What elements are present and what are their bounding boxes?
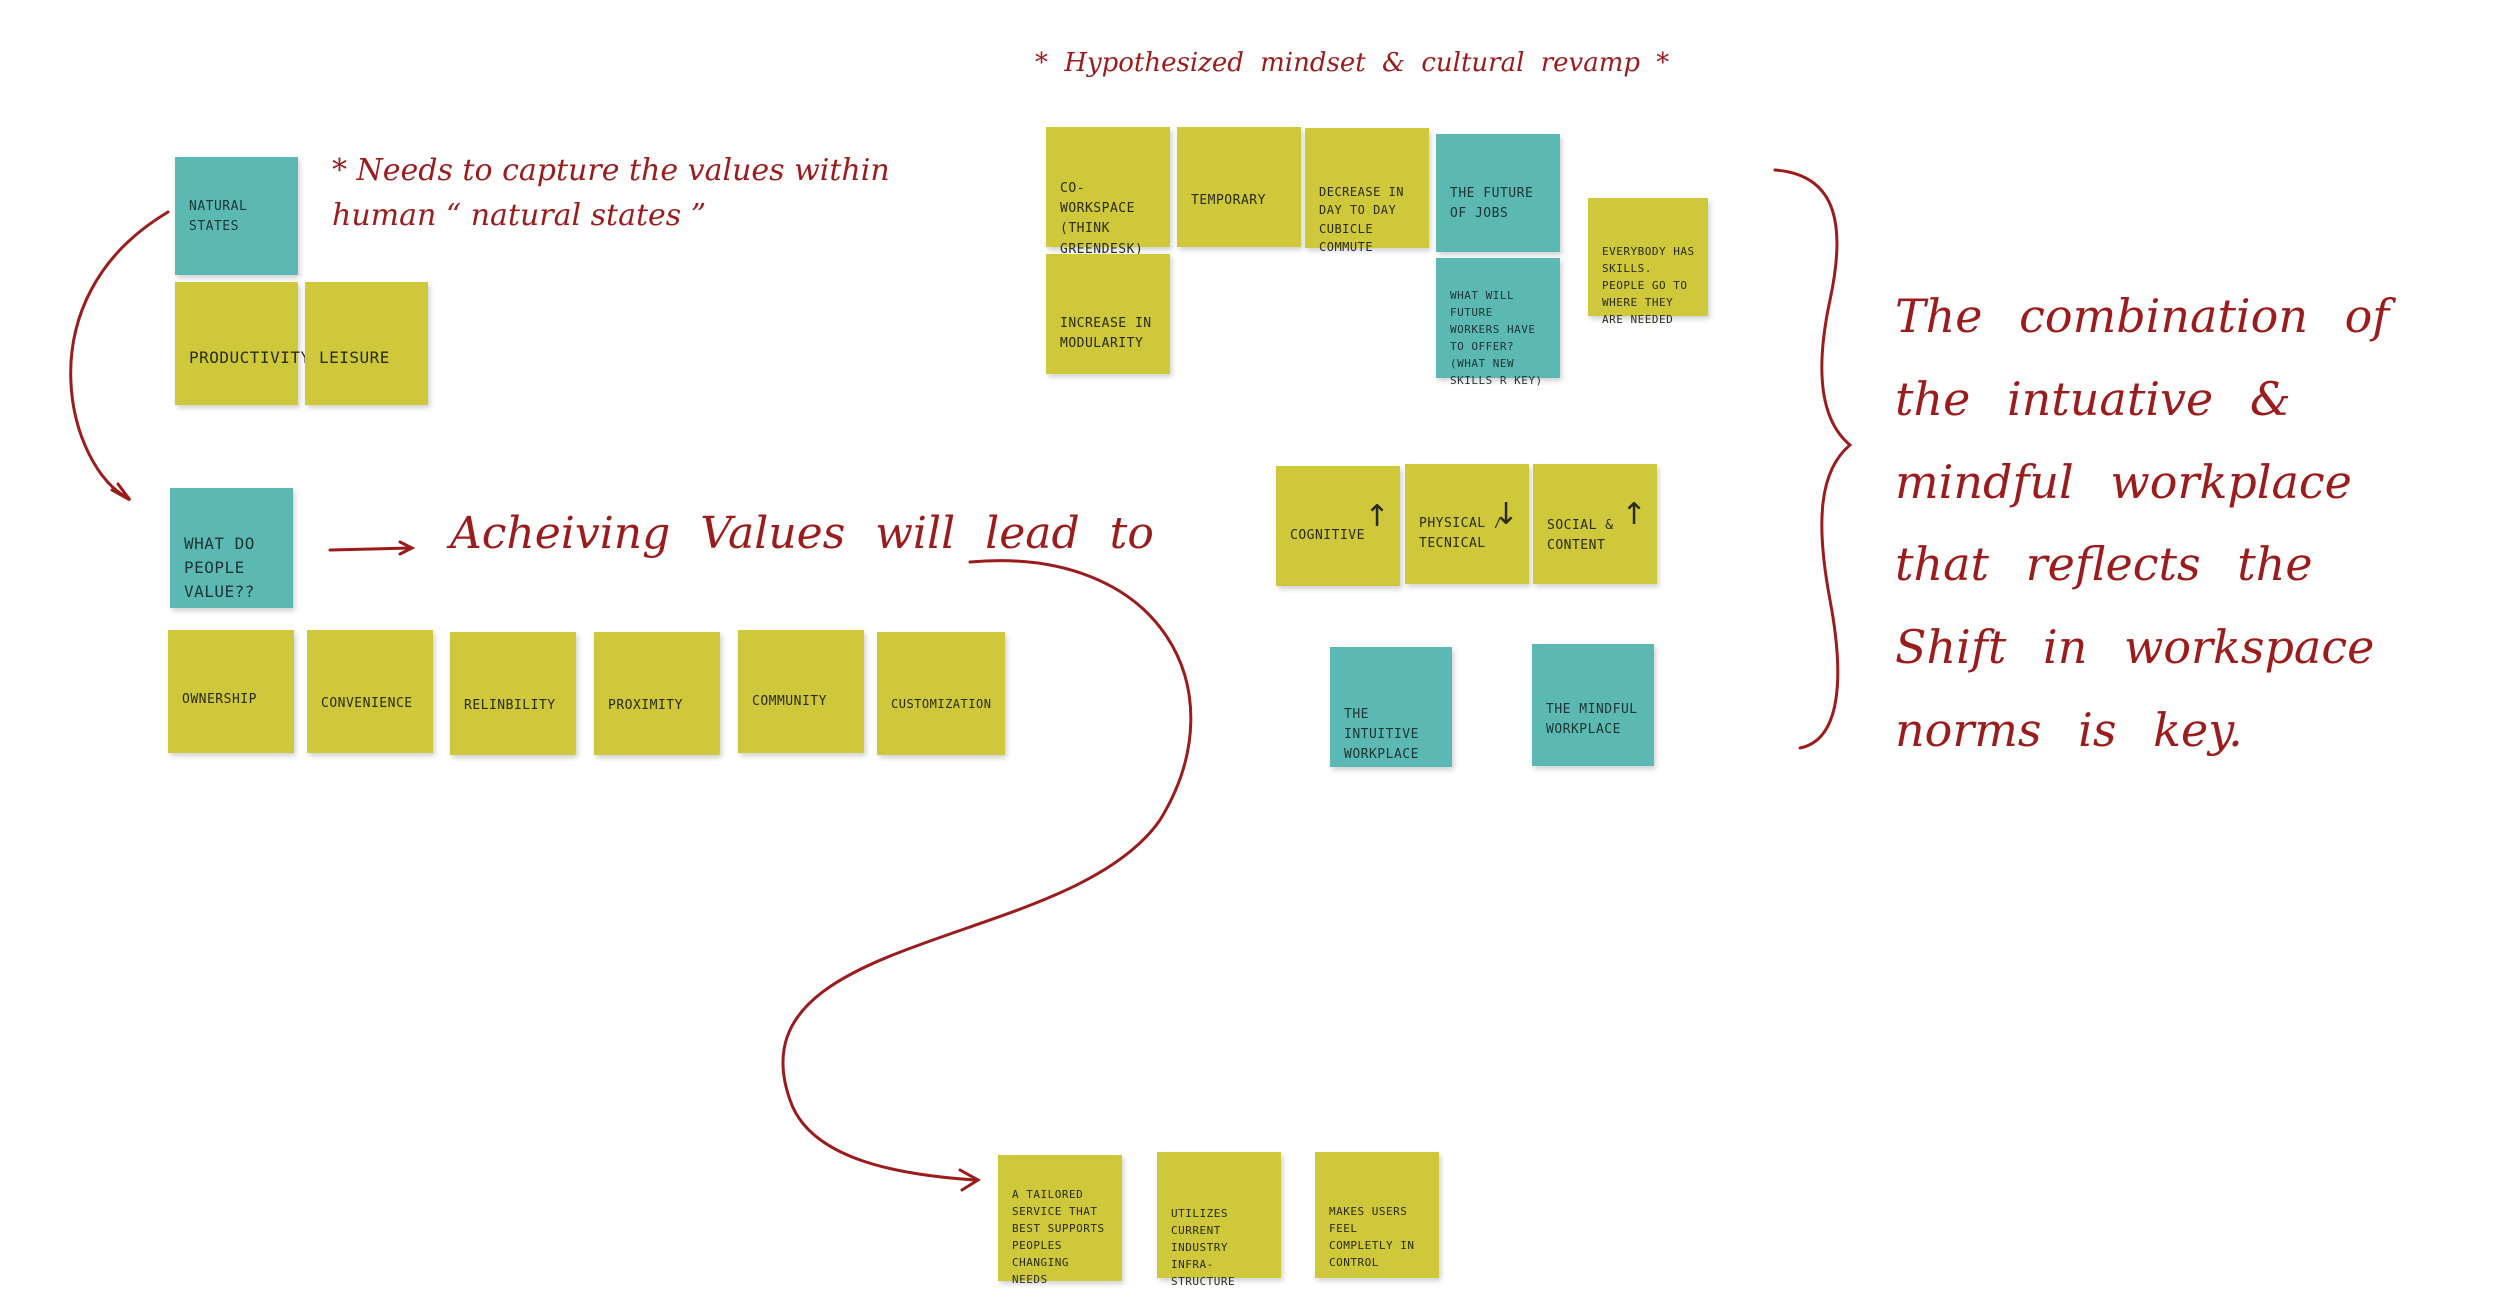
note-cognitive: COGNITIVE ↑ [1276,466,1400,586]
note-increase-modularity: INCREASE IN MODULARITY [1046,254,1170,374]
note-intuitive-workplace: THE INTUITIVE WORKPLACE [1330,647,1452,767]
down-arrow-icon: ↓ [1493,497,1519,532]
note-temporary: TEMPORARY [1177,127,1301,247]
note-everybody-has-skills: EVERYBODY HAS SKILLS. PEOPLE GO TO WHERE… [1588,198,1708,326]
note-physical-tecnical: PHYSICAL / TECNICAL ↓ [1405,464,1529,584]
note-leisure: LEISURE [305,282,428,405]
note-proximity: PROXIMITY [594,632,720,755]
left-curved-arrowhead [110,482,132,502]
achieving-values-annotation: Acheiving Values will lead to [450,508,1154,559]
s-curve-arrowhead [958,1168,981,1192]
up-arrow-icon: ↑ [1364,499,1390,534]
note-decrease-commute: DECREASE IN DAY TO DAY CUBICLE COMMUTE [1305,128,1429,254]
up-arrow-icon: ↑ [1621,497,1647,532]
note-co-workspace: CO-WORKSPACE (think greendesk) [1046,127,1170,257]
note-social-content: SOCIAL & CONTENT ↑ [1533,464,1657,584]
note-convenience: CONVENIENCE [307,630,433,753]
note-natural-states: NATURAL STATES [175,157,298,275]
natural-states-annotation: * Needs to capture the values within hum… [332,153,890,233]
achieving-arrow [328,546,412,552]
combination-statement: The combination of the intuative & mindf… [1895,289,2390,757]
note-what-do-people-value: WHAT DO PEOPLE VALUE?? [170,488,293,608]
achieving-arrowhead [398,540,416,556]
note-tailored-service: A TAILORED SERVICE THAT BEST SUPPORTS PE… [998,1155,1122,1286]
hypothesized-title: * Hypothesized mindset & cultural revamp… [1035,48,1670,78]
left-curved-arrow [69,210,170,500]
curly-brace [1773,168,1853,750]
note-future-workers-offer: WHAT WILL FUTURE WORKERS HAVE TO OFFER? … [1436,258,1560,387]
note-utilizes-infrastructure: UTILIZES CURRENT INDUSTRY INFRA- STRUCTU… [1157,1152,1281,1288]
note-ownership: OWNERSHIP [168,630,294,753]
note-relinbility: RELINBILITY [450,632,576,755]
note-customization: CUSTOMIZATION [877,632,1005,755]
note-mindful-workplace: THE MINDFUL WORKPLACE [1532,644,1654,766]
note-productivity: PRODUCTIVITY [175,282,310,405]
note-community: COMMUNITY [738,630,864,753]
note-future-of-jobs: THE FUTURE OF JOBS [1436,134,1560,252]
note-feel-in-control: MAKES USERS FEEL COMPLETLY IN CONTROL [1315,1152,1439,1278]
